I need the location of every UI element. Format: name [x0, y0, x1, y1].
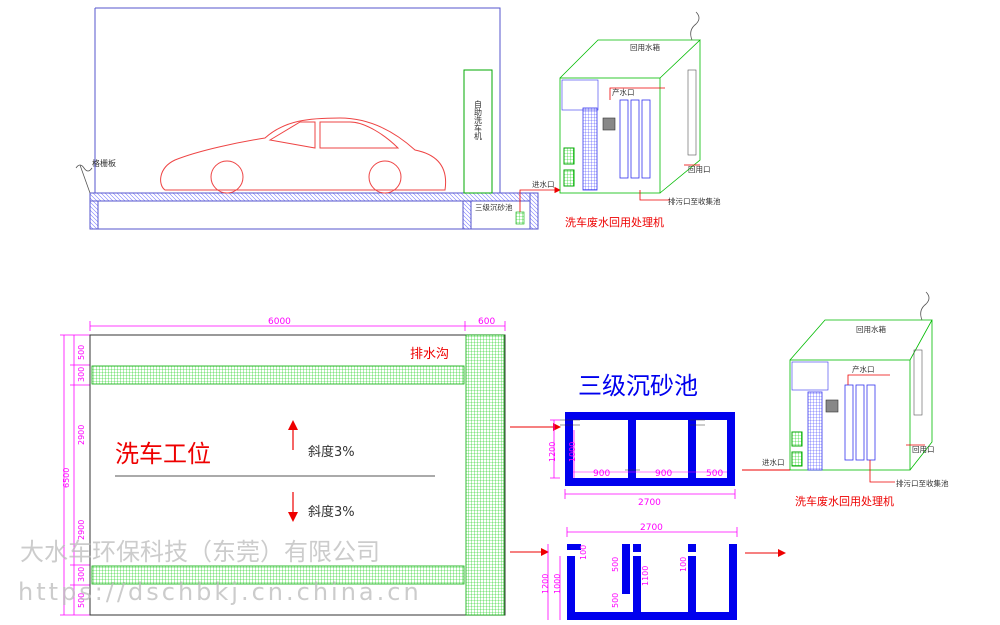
- product-water-label-2: 产水口: [852, 364, 875, 374]
- sand-section-dim-100a: 100: [579, 545, 588, 560]
- reuse-outlet-label: 回用口: [688, 165, 711, 174]
- car-outline: [160, 117, 447, 194]
- elevation-view: 格栅板 自助洗车机 三级沉砂池 进水口: [75, 7, 721, 230]
- sand-plan-dim-1000: 1000: [568, 442, 577, 462]
- floor-slab: [89, 192, 531, 202]
- pit-wall-left: [89, 200, 99, 230]
- grating-label: 格栅板: [92, 158, 116, 168]
- drain-label: 排污口至收集池: [668, 196, 721, 206]
- self-wash-machine: [463, 69, 493, 194]
- treatment-machine-2: 产水口 回用水箱 回用口 排污口至收集池 进水口 洗车废水回用处理机: [760, 291, 949, 508]
- dim-left-500b: 500: [77, 593, 86, 608]
- reuse-tank-label: 回用水箱: [630, 42, 660, 52]
- sand-pool-plan: 三级沉砂池 1200 1000 900 900 500 2700: [510, 372, 790, 508]
- sand-section-dim-1000: 1000: [553, 574, 562, 594]
- reuse-tank-label-2: 回用水箱: [856, 324, 886, 334]
- sand-plan-dim-500: 500: [706, 469, 723, 479]
- filter-tank-2: [807, 391, 823, 471]
- sand-section-dim-1200: 1200: [541, 574, 550, 594]
- plan-view: 6000 600 500 300 6500 2900 2900 300 500 …: [60, 317, 506, 616]
- sand-section-dim-500b: 500: [611, 593, 620, 608]
- sand-section-dim-1100: 1100: [641, 566, 650, 586]
- product-water-label: 产水口: [612, 87, 635, 97]
- treatment-machine-1: 产水口 回用水箱 回用口 排污口至收集池: [559, 11, 721, 206]
- sand-pool-title: 三级沉砂池: [578, 372, 698, 400]
- inlet-label-2: 进水口: [762, 457, 785, 467]
- dim-left-300b: 300: [77, 567, 86, 582]
- dim-left-500a: 500: [77, 345, 86, 360]
- slope-down-label: 斜度3%: [308, 504, 355, 520]
- machine-caption-2: 洗车废水回用处理机: [795, 494, 894, 508]
- drain-trench-top: [91, 365, 465, 385]
- dim-top-total: 6000: [268, 317, 291, 327]
- watermark-url: https://dschbkj.cn.china.cn: [18, 578, 422, 606]
- sand-pool-label: 三级沉砂池: [475, 202, 513, 212]
- reuse-outlet-label-2: 回用口: [912, 445, 935, 454]
- dim-left-300a: 300: [77, 367, 86, 382]
- filter-tank: [582, 107, 598, 191]
- drain-ditch-label: 排水沟: [410, 347, 449, 362]
- machine-caption-1: 洗车废水回用处理机: [565, 215, 664, 229]
- self-wash-label: 自助洗车机: [474, 99, 483, 141]
- drain-trench-side: [465, 334, 505, 616]
- dim-left-2900a: 2900: [77, 425, 86, 445]
- pit-wall-right: [529, 192, 539, 230]
- dim-left-2900b: 2900: [77, 520, 86, 540]
- sand-plan-dim-total: 2700: [638, 498, 661, 508]
- pump-icon: [515, 211, 525, 225]
- wash-bay-outline: [89, 334, 506, 616]
- pit-wall-mid: [462, 200, 472, 230]
- watermark-company: 大水车环保科技（东莞）有限公司: [20, 538, 380, 566]
- sand-section-dim-total: 2700: [640, 523, 663, 533]
- inlet-label: 进水口: [532, 179, 555, 189]
- sand-pool-section: 2700 1200 1000 100 500 1100 500 100: [510, 523, 786, 620]
- dim-left-total: 6500: [62, 468, 71, 488]
- sand-section-dim-500a: 500: [611, 557, 620, 572]
- wash-bay-label: 洗车工位: [115, 440, 211, 468]
- slope-up-label: 斜度3%: [308, 444, 355, 460]
- drain-label-2: 排污口至收集池: [896, 478, 949, 488]
- slope-down-arrow: [288, 512, 298, 522]
- sand-section-dim-100b: 100: [679, 557, 688, 572]
- sand-plan-dim-900a: 900: [593, 469, 610, 479]
- sand-plan-dim-900b: 900: [655, 469, 672, 479]
- sand-plan-dim-1200: 1200: [548, 442, 557, 462]
- drain-trench-bottom: [91, 565, 465, 585]
- slope-up-arrow: [288, 420, 298, 430]
- dim-top-right: 600: [478, 317, 495, 327]
